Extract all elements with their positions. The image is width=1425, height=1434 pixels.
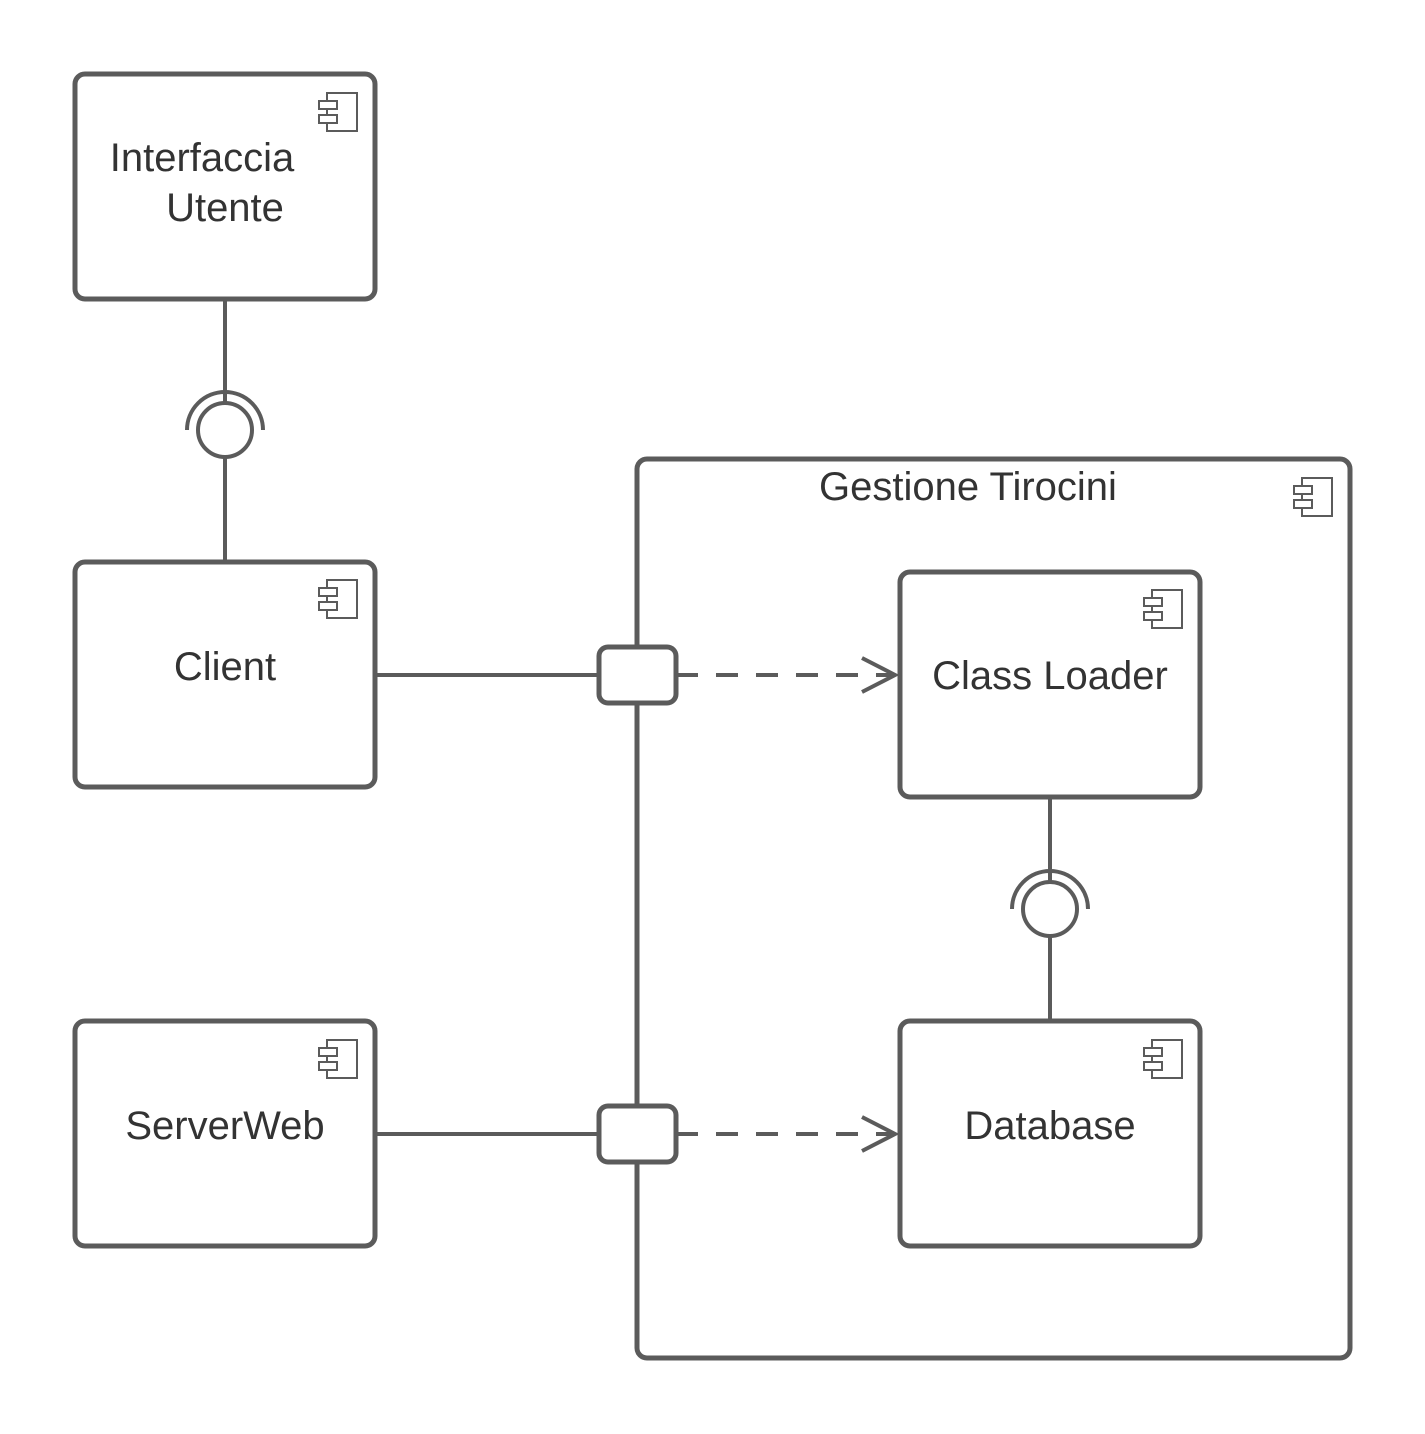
interfaccia-utente-label-line2: Utente [166,186,284,230]
interface-connector-ui-client [185,299,265,561]
serverweb-label: ServerWeb [125,1104,324,1148]
open-arrowhead [861,1115,900,1153]
required-interface-socket [185,390,265,431]
class-loader-label: Class Loader [932,654,1168,698]
database-label: Database [964,1104,1135,1148]
client-label: Client [174,645,276,689]
component-client[interactable]: Client [72,559,378,790]
provided-interface-lollipop [196,401,254,459]
required-interface-socket [1010,869,1090,910]
delegation-port-to-class-loader [676,656,900,694]
component-interfaccia-utente[interactable]: Interfaccia Utente [72,71,378,302]
interfaccia-utente-label-line1: Interfaccia [110,136,295,180]
component-database[interactable]: Database [897,1018,1203,1249]
port-upper[interactable] [596,644,679,706]
component-serverweb[interactable]: ServerWeb [72,1018,378,1249]
delegation-port-to-database [676,1115,900,1153]
component-class-loader[interactable]: Class Loader [897,569,1203,800]
interface-connector-classloader-database [1010,797,1090,1021]
gestione-tirocini-label: Gestione Tirocini [819,465,1117,509]
port-lower[interactable] [596,1103,679,1165]
open-arrowhead [861,656,900,694]
